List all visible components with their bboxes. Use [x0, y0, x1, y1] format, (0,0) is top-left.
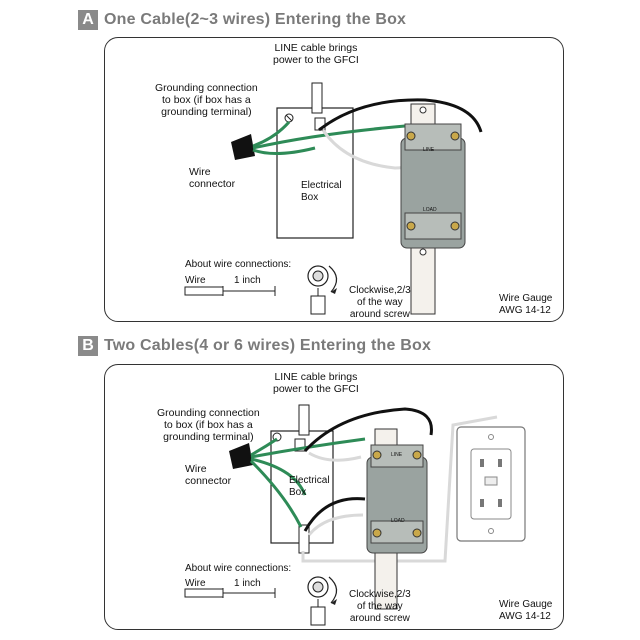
wire-gauge-label-line2: AWG 14-12 — [499, 611, 551, 622]
electrical-box-label-line1: Electrical — [289, 475, 330, 486]
gfci-receptacle — [366, 428, 428, 610]
section-b-diagram — [184, 404, 526, 626]
section-a-panel: LINE cable brings power to the GFCI Grou… — [104, 37, 564, 322]
wire-connector-label: Wire connector — [185, 463, 231, 487]
clockwise-arrow-icon — [328, 576, 338, 604]
line-cable-label: LINE cable brings power to the GFCI — [273, 371, 359, 395]
gfci-load-tag: LOAD — [391, 518, 405, 524]
gfci-receptacle — [400, 103, 466, 315]
about-wire-label: About wire connections: — [185, 259, 292, 270]
section-b-letter: B — [78, 336, 98, 356]
wire-gauge-label-line2: AWG 14-12 — [499, 305, 551, 316]
clockwise-label-line2: of the way — [357, 601, 403, 612]
wire-connector-label: Wire connector — [189, 166, 235, 190]
wire-label: Wire — [185, 578, 206, 589]
line-cable-label-line1: LINE cable brings — [274, 371, 358, 383]
wire-gauge-label-line1: Wire Gauge — [499, 599, 553, 610]
clockwise-label-line2: of the way — [357, 297, 403, 308]
neutral-wire — [308, 451, 362, 462]
grounding-label-line3: grounding terminal) — [163, 431, 254, 443]
section-b-title: Two Cables(4 or 6 wires) Entering the Bo… — [104, 337, 432, 354]
electrical-box-label-line1: Electrical — [301, 180, 342, 191]
wire-connector-icon — [229, 443, 253, 469]
hot-wire — [318, 98, 483, 133]
grounding-label-line2: to box (if box has a — [162, 94, 251, 106]
electrical-box-label: Electrical Box — [301, 180, 342, 204]
gfci-line-tag: LINE — [423, 147, 435, 153]
wire-strip-icon — [184, 588, 224, 598]
section-a-diagram — [184, 82, 483, 315]
ground-wire — [252, 121, 291, 148]
clockwise-label: Clockwise,2/3 of the way around screw — [349, 589, 411, 625]
inch-label: 1 inch — [233, 275, 262, 287]
wire-connector-label-line2: connector — [185, 475, 232, 487]
electrical-box-label: Electrical Box — [289, 475, 330, 499]
ground-wire — [250, 437, 278, 457]
grounding-label-line3: grounding terminal) — [161, 106, 252, 118]
clockwise-label-line1: Clockwise,2/3 — [349, 285, 411, 296]
section-a-title: One Cable(2~3 wires) Entering the Box — [104, 11, 407, 28]
wire-gauge-label-line1: Wire Gauge — [499, 293, 553, 304]
wire-connector-label-line2: connector — [189, 178, 236, 190]
grounding-label-line1: Grounding connection — [155, 82, 258, 94]
clockwise-label: Clockwise,2/3 of the way around screw — [349, 285, 411, 321]
cable-clamp — [294, 438, 306, 452]
section-b-header: B Two Cables(4 or 6 wires) Entering the … — [78, 335, 431, 357]
line-cable-label: LINE cable brings power to the GFCI — [273, 42, 359, 66]
wire-connector-label-line1: Wire — [189, 166, 211, 178]
grounding-label: Grounding connection to box (if box has … — [157, 407, 260, 443]
hot-wire — [303, 407, 433, 453]
wire-label: Wire — [185, 275, 206, 286]
wire-connector-icon — [231, 134, 255, 160]
section-a-letter: A — [78, 10, 98, 30]
section-b-panel: LINE cable brings power to the GFCI Grou… — [104, 364, 564, 630]
grounding-label-line2: to box (if box has a — [164, 419, 253, 431]
line-cable-entry — [298, 404, 310, 436]
grounding-label-line1: Grounding connection — [157, 407, 260, 419]
gfci-load-tag: LOAD — [423, 207, 437, 213]
wire-gauge-label: Wire Gauge AWG 14-12 — [499, 293, 552, 317]
about-wire-label: About wire connections: — [185, 563, 292, 574]
wire-connector-label-line1: Wire — [185, 463, 207, 475]
electrical-box-label-line2: Box — [301, 192, 319, 203]
line-cable-label-line2: power to the GFCI — [273, 54, 359, 66]
wire-strip-icon — [184, 286, 224, 296]
clockwise-label-line3: around screw — [349, 309, 410, 320]
section-a-header: A One Cable(2~3 wires) Entering the Box — [78, 9, 406, 31]
line-cable-label-line1: LINE cable brings — [274, 42, 358, 54]
inch-label: 1 inch — [233, 578, 262, 590]
wire-gauge-label: Wire Gauge AWG 14-12 — [499, 599, 552, 623]
grounding-label: Grounding connection to box (if box has … — [155, 82, 258, 118]
load-wire-loop — [301, 415, 498, 563]
clockwise-arrow-icon — [328, 265, 338, 293]
line-cable-label-line2: power to the GFCI — [273, 383, 359, 395]
line-cable-entry — [311, 82, 323, 114]
outlet-wall-plate — [456, 426, 526, 542]
electrical-box-label-line2: Box — [289, 487, 307, 498]
clockwise-label-line1: Clockwise,2/3 — [349, 589, 411, 600]
gfci-line-tag: LINE — [391, 452, 403, 458]
clockwise-label-line3: around screw — [349, 613, 410, 624]
